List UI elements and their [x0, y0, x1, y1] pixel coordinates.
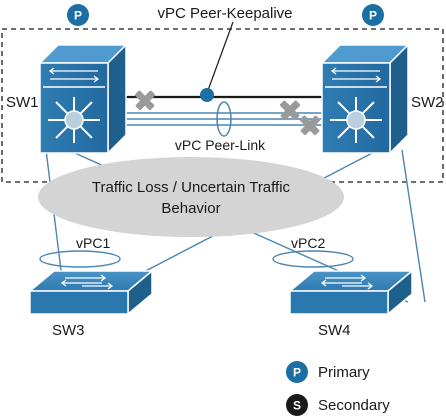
- legend-primary-label: Primary: [318, 364, 370, 381]
- keepalive-callout: [206, 21, 234, 94]
- peer-link-bundle: [216, 101, 232, 137]
- sw2-badge-letter: P: [369, 9, 377, 23]
- legend-secondary-badge: S: [293, 399, 301, 413]
- vpc1-bundle: [39, 250, 121, 268]
- sw1-switch-icon: [38, 43, 128, 155]
- legend: P Primary S Secondary: [286, 361, 390, 416]
- sw4-label: SW4: [318, 322, 351, 339]
- sw2-switch-icon: [320, 43, 410, 155]
- legend-primary-badge: P: [293, 366, 301, 380]
- failure-label-line1: Traffic Loss / Uncertain Traffic: [92, 179, 291, 196]
- sw4-switch-icon: [287, 269, 415, 316]
- sw3-switch-icon: [27, 269, 155, 316]
- legend-primary: P Primary: [286, 361, 370, 383]
- sw1-badge-letter: P: [74, 9, 82, 23]
- keepalive-dot: [200, 88, 214, 102]
- keepalive-label: vPC Peer-Keepalive: [157, 5, 292, 22]
- legend-secondary-label: Secondary: [318, 397, 390, 414]
- vpc2-bundle: [272, 250, 354, 268]
- peerlink-label: vPC Peer-Link: [175, 137, 266, 153]
- vpc2-label: vPC2: [291, 235, 325, 251]
- sw3-label: SW3: [52, 322, 85, 339]
- x-mark-icon: [134, 90, 156, 111]
- sw1-label: SW1: [6, 94, 39, 111]
- traffic-loss-cloud: [38, 157, 344, 237]
- vpc1-label: vPC1: [76, 235, 110, 251]
- sw2-primary-badge: P: [362, 4, 384, 26]
- sw2-label: SW2: [411, 94, 444, 111]
- legend-secondary: S Secondary: [286, 394, 390, 416]
- sw1-primary-badge: P: [67, 4, 89, 26]
- failure-label-line2: Behavior: [161, 200, 220, 217]
- x-mark-icon: [299, 115, 321, 136]
- x-mark-icon: [279, 100, 301, 121]
